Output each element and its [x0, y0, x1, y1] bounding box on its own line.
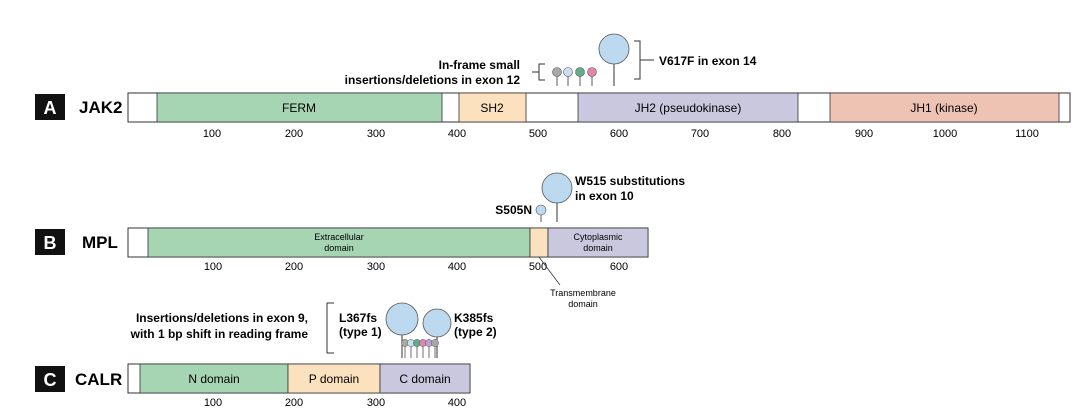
- mpl-tick-label: 500: [529, 261, 547, 273]
- jak2-axis: 100 200 300 400 500 600 700 800 900 1000…: [203, 128, 1039, 140]
- panel-letter-a: A: [44, 98, 57, 118]
- jak2-tick-label: 600: [610, 128, 628, 140]
- panel-letter-b: B: [44, 233, 57, 253]
- mpl-transmembrane-label-line1: Transmembrane: [550, 288, 616, 298]
- gene-label-calr: CALR: [75, 370, 122, 389]
- jak2-tick-label: 200: [285, 128, 303, 140]
- mpl-axis: 100 200 300 400 500 600: [204, 261, 628, 273]
- jak2-jh1-domain: [829, 92, 1060, 123]
- calr-indel-bracket: [326, 302, 334, 354]
- jak2-v617f-lollipop: [598, 33, 630, 65]
- calr-n-domain: [139, 363, 289, 394]
- mpl-tick-label: 400: [448, 261, 466, 273]
- panel-calr: C CALR N domain P domain C domain 100 20…: [35, 302, 497, 409]
- jak2-jh1-label: JH1 (kinase): [910, 101, 977, 115]
- calr-k385-lollipop: [422, 308, 452, 338]
- mpl-cytoplasmic-domain: [547, 227, 649, 258]
- jak2-sh2-domain: [458, 92, 527, 123]
- lollipop-small-gray: [431, 339, 439, 347]
- jak2-exon12-lollipops: [552, 67, 597, 86]
- jak2-tick-label: 500: [529, 128, 547, 140]
- mpl-tick-label: 600: [610, 261, 628, 273]
- mpl-tick-label: 100: [204, 261, 222, 273]
- jak2-tick-label: 1000: [933, 128, 957, 140]
- calr-tick-label: 300: [367, 397, 385, 409]
- jak2-tick-label: 1100: [1015, 128, 1039, 140]
- calr-p-domain: [287, 363, 381, 394]
- mpl-s505n-lollipop: [535, 204, 547, 216]
- mpl-transmembrane-domain: [529, 227, 549, 258]
- panel-letter-box-b: [35, 229, 65, 255]
- calr-c-domain: [379, 363, 471, 394]
- panel-letter-box-a: [35, 94, 65, 120]
- mpl-s505n-label: S505N: [495, 203, 532, 217]
- calr-axis: 100 200 300 400: [204, 397, 466, 409]
- jak2-exon12-bracket: [532, 63, 545, 81]
- jak2-tick-label: 100: [203, 128, 221, 140]
- jak2-exon12-label-line2: insertions/deletions in exon 12: [345, 73, 521, 87]
- mpl-transmembrane-pointer: [538, 256, 561, 286]
- jak2-tick-label: 400: [448, 128, 466, 140]
- jak2-jh2-domain: [577, 92, 799, 123]
- mpl-cytoplasmic-label-line1: Cytoplasmic: [573, 232, 623, 242]
- gene-label-mpl: MPL: [82, 233, 118, 252]
- jak2-ferm-label: FERM: [282, 101, 316, 115]
- jak2-ferm-domain: [156, 92, 443, 123]
- mpl-w515-label-line2: in exon 10: [575, 189, 634, 203]
- panel-mpl: B MPL Extracellular domain Cytoplasmic d…: [35, 172, 685, 309]
- calr-small-lollipops: [401, 339, 439, 358]
- lollipop-small-green: [575, 67, 585, 77]
- calr-c-label: C domain: [399, 372, 450, 386]
- calr-tick-label: 400: [448, 397, 466, 409]
- jak2-v617f-label: V617F in exon 14: [659, 54, 757, 68]
- mpl-transmembrane-label-line2: domain: [568, 299, 598, 309]
- calr-tick-label: 200: [285, 397, 303, 409]
- jak2-tick-label: 800: [773, 128, 791, 140]
- mpl-extracellular-label-line2: domain: [324, 243, 354, 253]
- mpl-cytoplasmic-label-line2: domain: [583, 243, 613, 253]
- jak2-tick-label: 900: [855, 128, 873, 140]
- jak2-jh2-label: JH2 (pseudokinase): [635, 101, 742, 115]
- jak2-sh2-label: SH2: [480, 101, 504, 115]
- calr-k385-label-line2: (type 2): [454, 325, 497, 339]
- calr-indel-label-line1: Insertions/deletions in exon 9,: [136, 311, 308, 325]
- mpl-tick-label: 200: [285, 261, 303, 273]
- calr-k385-label-line1: K385fs: [454, 311, 494, 325]
- lollipop-small-pink: [587, 67, 597, 77]
- calr-n-label: N domain: [188, 372, 239, 386]
- calr-l367-lollipop: [385, 302, 419, 336]
- jak2-exon12-label-line1: In-frame small: [439, 58, 520, 72]
- mpl-extracellular-domain: [147, 227, 531, 258]
- mpl-w515-lollipop: [541, 172, 573, 204]
- mpl-tick-label: 300: [367, 261, 385, 273]
- mpl-w515-label-line1: W515 substitutions: [575, 174, 685, 188]
- panel-letter-c: C: [44, 370, 57, 390]
- calr-tick-label: 100: [204, 397, 222, 409]
- calr-indel-label-line2: with 1 bp shift in reading frame: [130, 327, 309, 341]
- calr-l367-label-line2: (type 1): [339, 325, 382, 339]
- jak2-tick-label: 300: [367, 128, 385, 140]
- calr-l367-label-line1: L367fs: [339, 311, 377, 325]
- jak2-tick-label: 700: [691, 128, 709, 140]
- mpl-extracellular-label-line1: Extracellular: [314, 232, 364, 242]
- calr-p-label: P domain: [309, 372, 359, 386]
- jak2-v617f-bracket: [634, 40, 654, 80]
- lollipop-small-gray: [552, 67, 562, 77]
- panel-letter-box-c: [35, 366, 65, 392]
- gene-label-jak2: JAK2: [79, 98, 122, 117]
- panel-jak2: A JAK2 FERM SH2 JH2 (pseudokinase) JH1 (…: [35, 33, 1071, 140]
- lollipop-small-blue: [563, 67, 573, 77]
